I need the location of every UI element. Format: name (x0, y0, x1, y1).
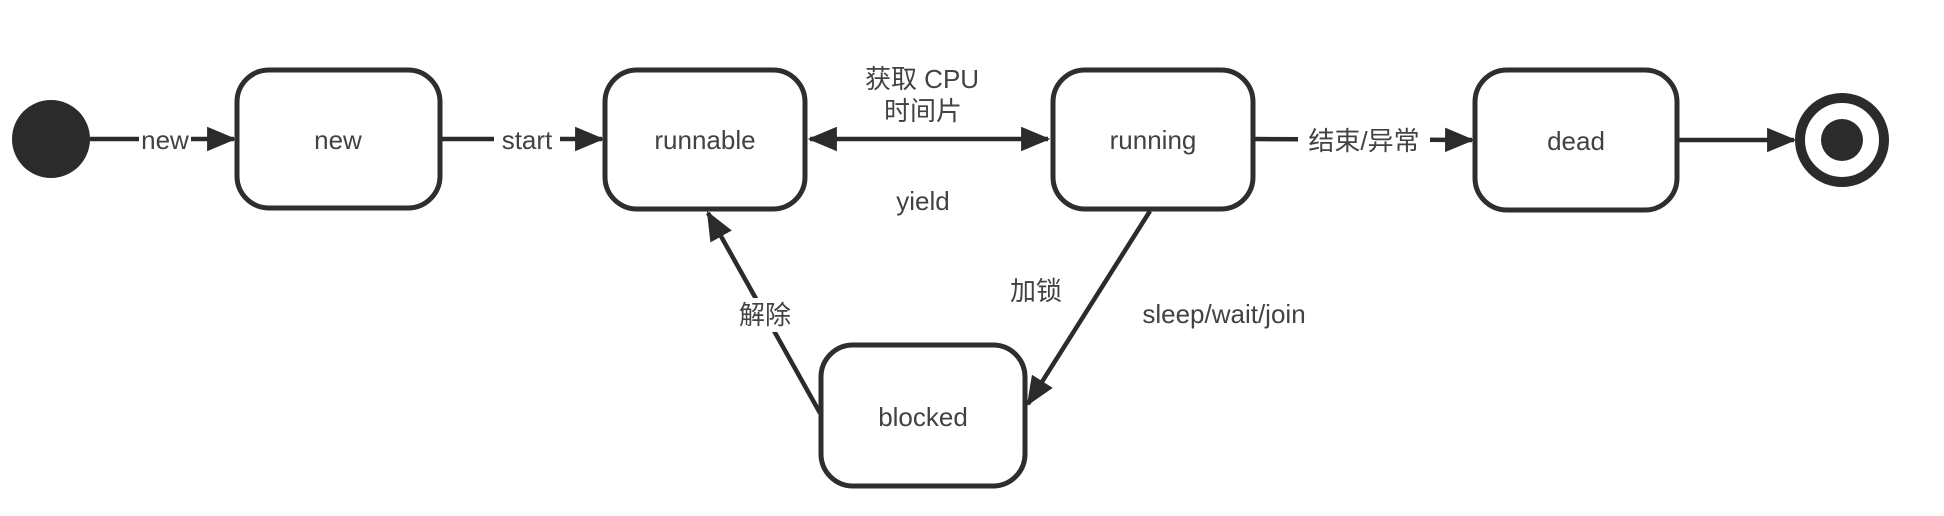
edge-label-mask (1298, 126, 1430, 155)
state-box-runnable (602, 67, 808, 212)
edge-running-to-blocked (1026, 209, 1152, 406)
final-state-inner-dot (1821, 119, 1863, 161)
edge-label-running-to-dead: 结束/异常 (1308, 126, 1419, 156)
state-box-blocked (818, 342, 1028, 489)
edge-label-sleep-wait-join: sleep/wait/join (1142, 299, 1305, 329)
edge-label-acquire-cpu-line2: 时间片 (884, 96, 962, 126)
final-state-outer-ring (1795, 93, 1889, 187)
edge-label-yield: yield (896, 186, 949, 216)
edge-label-acquire-cpu-line1: 获取 CPU (865, 64, 979, 94)
state-box-running (1050, 67, 1256, 212)
edge-label-new-to-runnable: start (502, 125, 553, 155)
state-label-runnable: runnable (654, 125, 755, 155)
state-box-new (234, 67, 443, 211)
edge-label-mask (139, 125, 191, 153)
edge-label-lock: 加锁 (1010, 276, 1062, 306)
edge-label-mask (733, 298, 797, 332)
edge-label-mask (494, 125, 560, 153)
state-label-running: running (1110, 125, 1197, 155)
edge-label-initial-to-new: new (141, 125, 189, 155)
edge-label-unblock: 解除 (739, 300, 791, 330)
state-label-new: new (314, 125, 362, 155)
initial-state-node (12, 100, 90, 178)
state-label-blocked: blocked (878, 402, 968, 432)
state-label-dead: dead (1547, 126, 1605, 156)
state-box-dead (1472, 67, 1680, 213)
